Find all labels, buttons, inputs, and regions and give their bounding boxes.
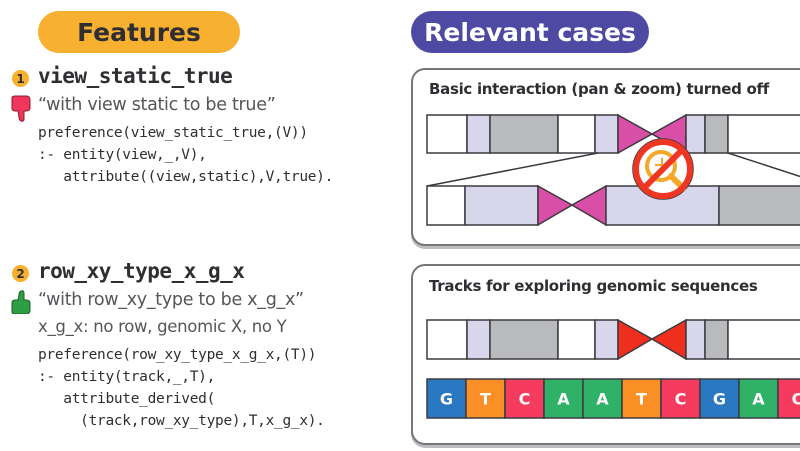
base-cell-A: A [738, 378, 779, 419]
base-rect [504, 378, 545, 419]
ideogram-band [727, 319, 800, 360]
centromere [650, 318, 687, 361]
ideogram-band [594, 319, 619, 360]
feature-code-block: preference(row_xy_type_x_g_x,(T)) :- enti… [38, 344, 325, 432]
ideogram-band [718, 185, 800, 226]
base-label: C [519, 390, 531, 409]
base-rect [738, 378, 779, 419]
code-line: :- entity(view,_,V), [38, 147, 207, 163]
feature-number-badge: 1 [12, 70, 29, 87]
ideogram-band [466, 319, 491, 360]
feature-quote: “with view static to be true” [38, 95, 276, 115]
centromere [537, 184, 574, 227]
base-cell-C: C [504, 378, 545, 419]
ideogram-band [426, 185, 466, 226]
base-label: C [675, 390, 687, 409]
base-label: T [480, 390, 491, 409]
ideogram-band [489, 114, 559, 154]
feature-note: x_g_x: no row, genomic X, no Y [38, 317, 287, 336]
feature-number-badge: 2 [12, 265, 29, 282]
ideogram-band [685, 319, 706, 360]
ideogram-band [557, 319, 596, 360]
centromere [617, 113, 654, 155]
centromere [570, 184, 607, 227]
no-zoom-icon [632, 138, 694, 200]
base-label: T [636, 390, 647, 409]
base-cell-A: A [543, 378, 584, 419]
thumbs-up-icon [11, 290, 31, 314]
base-rect [426, 378, 467, 419]
ideogram-band [426, 114, 468, 154]
base-cell-C: C [777, 378, 800, 419]
thumbs-down-icon [11, 95, 31, 122]
base-label: G [713, 390, 726, 409]
base-rect [660, 378, 701, 419]
relevant-cases-header-label: Relevant cases [424, 17, 636, 47]
base-cell-G: G [699, 378, 740, 419]
features-header: Features [38, 11, 240, 53]
base-label: C [792, 390, 800, 409]
base-label: A [752, 390, 765, 409]
ideogram-band [685, 114, 706, 154]
zoom-guide-line [727, 152, 800, 178]
feature-quote: “with row_xy_type to be x_g_x” [38, 290, 304, 310]
zoom-guide-line [426, 152, 599, 187]
ideogram-band [704, 114, 729, 154]
ideogram-band [464, 185, 539, 226]
code-line: attribute_derived( [38, 391, 216, 407]
base-label: A [557, 390, 570, 409]
base-rect [582, 378, 623, 419]
case-title: Tracks for exploring genomic sequences [429, 277, 758, 295]
ideogram-band [557, 114, 596, 154]
base-label: A [596, 390, 609, 409]
feature-number: 1 [16, 71, 25, 86]
case-title: Basic interaction (pan & zoom) turned of… [429, 80, 769, 98]
ideogram-band [704, 319, 729, 360]
feature-code-block: preference(view_static_true,(V)) :- entit… [38, 122, 333, 188]
base-cell-G: G [426, 378, 467, 419]
base-cell-A: A [582, 378, 623, 419]
case1-ideogram-diagram [426, 113, 800, 227]
code-line: preference(view_static_true,(V)) [38, 125, 308, 141]
base-cell-C: C [660, 378, 701, 419]
code-line: preference(row_xy_type_x_g_x,(T)) [38, 347, 317, 363]
code-line: (track,row_xy_type),T,x_g_x). [38, 413, 325, 429]
feature-number: 2 [16, 266, 25, 281]
relevant-cases-header: Relevant cases [411, 11, 649, 53]
ideogram-band [466, 114, 491, 154]
features-header-label: Features [77, 17, 201, 47]
base-cell-T: T [465, 378, 506, 419]
feature-title: view_static_true [38, 64, 233, 88]
ideogram-band [426, 319, 468, 360]
ideogram-band [489, 319, 559, 360]
base-cell-T: T [621, 378, 662, 419]
feature-title: row_xy_type_x_g_x [38, 259, 245, 283]
code-line: :- entity(track,_,T), [38, 369, 216, 385]
code-line: attribute((view,static),V,true). [38, 169, 334, 185]
centromere [617, 318, 654, 361]
ideogram-band [594, 114, 619, 154]
base-rect [777, 378, 800, 419]
ideogram-band [727, 114, 800, 154]
base-label: G [440, 390, 453, 409]
